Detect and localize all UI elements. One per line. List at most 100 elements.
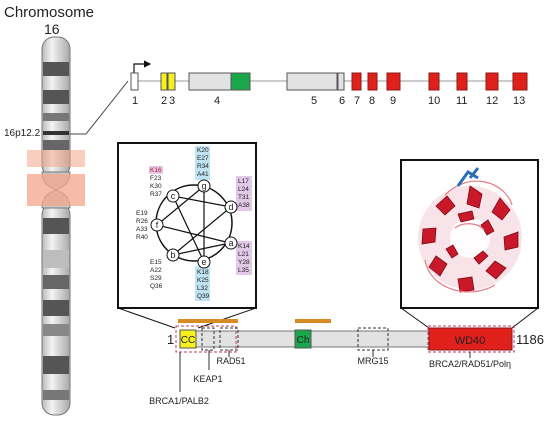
gene-structure: [130, 60, 528, 91]
exon-label: 10: [428, 95, 440, 107]
mrg15-label: MRG15: [357, 356, 388, 366]
residue-label: Q39: [197, 293, 210, 300]
position-label: e: [201, 257, 206, 267]
wd40-n-terminal-helix: [456, 167, 480, 187]
position-d-node: [224, 200, 238, 214]
centromere-highlight: [27, 174, 85, 206]
d-group-bg: [236, 176, 252, 211]
exon-11: [456, 72, 468, 91]
exon-label: 11: [456, 95, 467, 107]
protein-end: 1186: [516, 332, 544, 347]
residue-label: R26: [136, 218, 148, 225]
position-g-node: [197, 179, 211, 193]
exon-4: [188, 72, 232, 91]
residue-label: K18: [197, 269, 209, 276]
position-c-node: [166, 189, 180, 203]
residue-label: K16: [150, 167, 162, 174]
exon-label: 6: [339, 95, 345, 107]
exon-label: 12: [486, 95, 498, 107]
brca1-palb2-label: BRCA1/PALB2: [149, 396, 209, 406]
wd40-connector-left: [400, 307, 430, 329]
residue-label: K14: [238, 243, 250, 250]
exon-8: [367, 72, 378, 91]
transcription-start-arrow: [133, 60, 152, 73]
heptad-path: [155, 184, 233, 263]
residue-label: L21: [238, 251, 249, 258]
residue-label: L17: [238, 178, 249, 185]
k16-bg: [149, 166, 163, 174]
exon-1: [130, 72, 139, 91]
helix-connector-right: [197, 307, 257, 329]
position-b-node: [166, 248, 180, 262]
brca2-group-label: BRCA2/RAD51/Polη: [429, 359, 511, 369]
residue-label: K30: [150, 183, 162, 190]
position-label: d: [228, 202, 233, 212]
exon-4-coiled-region: [230, 72, 251, 91]
residue-label: E27: [197, 155, 209, 162]
ch-domain-label: Ch: [297, 335, 310, 346]
wd40-domain-label: WD40: [455, 335, 486, 347]
residue-label: R34: [197, 163, 209, 170]
position-label: b: [170, 250, 175, 260]
residue-label: L24: [238, 186, 249, 193]
exon-labels: 1 2 3 4 5 6 7 8 9 10 11 12 13: [132, 95, 525, 107]
residue-label: L35: [238, 267, 249, 274]
brca2-group-interaction-box: [427, 325, 515, 353]
residue-label: K25: [197, 277, 209, 284]
wd40-structure-panel: [400, 159, 539, 309]
residue-label: K20: [197, 147, 209, 154]
residue-label: E19: [136, 210, 148, 217]
exon-label: 9: [390, 95, 396, 107]
e-group-bg: [195, 266, 210, 301]
chromosome-number: 16: [44, 21, 60, 37]
wd40-ribbon-structure: [418, 167, 522, 293]
position-label: f: [156, 220, 159, 230]
g-group-bg: [195, 146, 210, 180]
zoom-line: [85, 80, 129, 135]
position-label: g: [201, 181, 206, 191]
chromosome-ideogram: [41, 36, 71, 416]
exon-label: 5: [311, 95, 317, 107]
keap1-interaction-box: [201, 327, 215, 351]
exon-7: [351, 72, 362, 91]
chromosome-title: Chromosome: [4, 4, 94, 21]
helix-connector-left: [117, 307, 176, 329]
exon-label: 2: [161, 95, 167, 107]
exon-label: 13: [513, 95, 525, 107]
residue-label: E15: [150, 259, 162, 266]
residue-label: R37: [150, 191, 162, 198]
exon-9: [386, 72, 401, 91]
residue-label: A33: [136, 226, 148, 233]
residue-label: T31: [238, 194, 250, 201]
position-e-node: [197, 255, 211, 269]
residue-label: S29: [150, 275, 162, 282]
residue-label: Y28: [238, 259, 250, 266]
wd40-domain: [428, 327, 513, 351]
highlight-band-top: [27, 150, 85, 167]
brca1-palb2-interaction-box: [175, 325, 237, 353]
orange-interaction-bar: [295, 319, 331, 323]
exon-label: 3: [169, 95, 175, 107]
protein-start: 1: [167, 332, 174, 347]
exon-3: [167, 72, 176, 91]
cc-domain-label: CC: [181, 335, 195, 346]
a-group-bg: [236, 241, 252, 275]
exon-label: 4: [214, 95, 220, 107]
residue-label: A41: [197, 171, 209, 178]
exon-10: [428, 72, 440, 91]
exon-13: [512, 72, 528, 91]
ch-domain: [294, 329, 312, 349]
exon-12: [485, 72, 499, 91]
exon-5: [286, 72, 338, 91]
cc-domain: [179, 329, 197, 349]
keap1-label: KEAP1: [193, 374, 222, 384]
position-f-node: [150, 218, 164, 232]
position-label: c: [171, 191, 176, 201]
helical-wheel-panel: a b c d e f g K20 E27 R34 A41 K16 F23 K3…: [117, 142, 257, 309]
exon-label: 1: [132, 95, 138, 107]
band-label: 16p12.2: [4, 128, 41, 139]
residue-label: F23: [150, 175, 162, 182]
exon-6: [337, 72, 345, 91]
residue-label: L32: [197, 285, 208, 292]
